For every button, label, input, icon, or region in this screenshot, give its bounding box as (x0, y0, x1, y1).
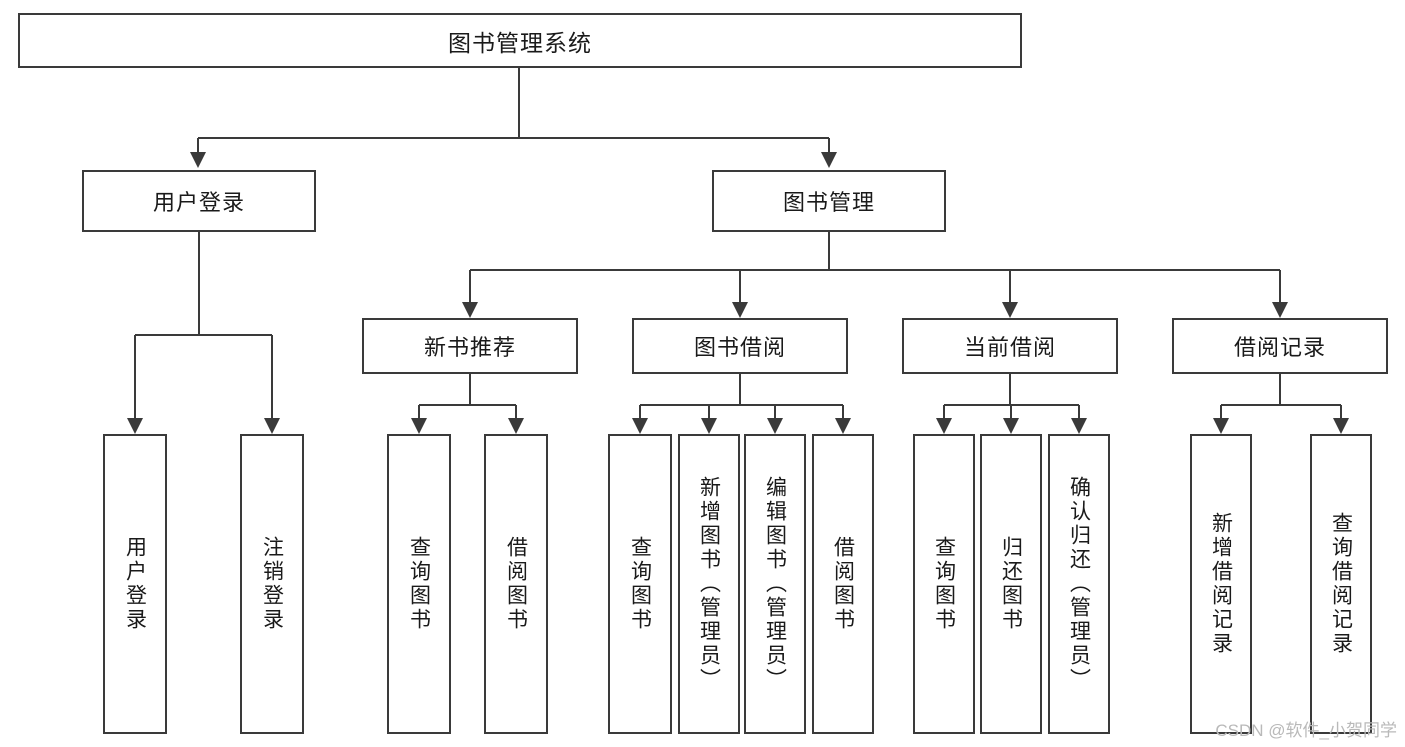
connector-line-vertical (198, 232, 200, 335)
connector-line-horizontal (198, 137, 829, 139)
node-label: 查询图书 (628, 536, 652, 632)
node-label: 查询借阅记录 (1329, 512, 1353, 656)
arrowhead-icon (411, 418, 427, 434)
node-label: 图书借阅 (693, 335, 786, 360)
connector-line-vertical (518, 68, 520, 138)
connector-line-vertical (774, 405, 776, 418)
arrowhead-icon (462, 302, 478, 318)
node-label: 确认归还（管理员） (1067, 476, 1091, 692)
arrowhead-icon (1003, 418, 1019, 434)
leaf-user-login[interactable]: 用户登录 (103, 434, 167, 734)
connector-line-horizontal (470, 269, 1280, 271)
leaf-query-book[interactable]: 查询图书 (608, 434, 672, 734)
node-label: 借阅图书 (831, 536, 855, 632)
connector-line-horizontal (419, 404, 516, 406)
arrowhead-icon (1272, 302, 1288, 318)
connector-line-vertical (943, 405, 945, 418)
node-label: 用户登录 (152, 190, 245, 215)
level3-borrowing-record[interactable]: 借阅记录 (1172, 318, 1388, 374)
connector-line-vertical (1220, 405, 1222, 418)
connector-line-horizontal (1221, 404, 1341, 406)
connector-line-vertical (1010, 405, 1012, 418)
node-label: 查询图书 (932, 536, 956, 632)
node-label: 编辑图书（管理员） (763, 476, 787, 692)
arrowhead-icon (821, 152, 837, 168)
arrowhead-icon (1333, 418, 1349, 434)
connector-line-vertical (1009, 270, 1011, 302)
arrowhead-icon (835, 418, 851, 434)
arrowhead-icon (936, 418, 952, 434)
connector-line-horizontal (135, 334, 272, 336)
node-label: 图书管理系统 (448, 29, 592, 56)
node-label: 当前借阅 (963, 335, 1056, 360)
connector-line-vertical (739, 374, 741, 405)
connector-line-vertical (134, 335, 136, 418)
connector-line-vertical (639, 405, 641, 418)
level3-current-borrowing[interactable]: 当前借阅 (902, 318, 1118, 374)
connector-line-vertical (271, 335, 273, 418)
arrowhead-icon (1213, 418, 1229, 434)
arrowhead-icon (127, 418, 143, 434)
leaf-add-borrowing-record[interactable]: 新增借阅记录 (1190, 434, 1252, 734)
node-label: 注销登录 (260, 536, 284, 632)
level3-new-book-recommendation[interactable]: 新书推荐 (362, 318, 578, 374)
connector-line-vertical (1279, 374, 1281, 405)
leaf-return-book[interactable]: 归还图书 (980, 434, 1042, 734)
arrowhead-icon (632, 418, 648, 434)
leaf-logout[interactable]: 注销登录 (240, 434, 304, 734)
arrowhead-icon (732, 302, 748, 318)
connector-line-horizontal (640, 404, 843, 406)
connector-line-vertical (828, 232, 830, 270)
leaf-borrow-book[interactable]: 借阅图书 (812, 434, 874, 734)
root-book-management-system[interactable]: 图书管理系统 (18, 13, 1022, 68)
arrowhead-icon (701, 418, 717, 434)
watermark-text: CSDN @软件_小贺同学 (1215, 721, 1397, 740)
arrowhead-icon (508, 418, 524, 434)
leaf-edit-book-admin[interactable]: 编辑图书（管理员） (744, 434, 806, 734)
connector-line-vertical (469, 374, 471, 405)
node-label: 查询图书 (407, 536, 431, 632)
leaf-borrow-book[interactable]: 借阅图书 (484, 434, 548, 734)
arrowhead-icon (1002, 302, 1018, 318)
leaf-query-borrowing-record[interactable]: 查询借阅记录 (1310, 434, 1372, 734)
level2-user-login[interactable]: 用户登录 (82, 170, 316, 232)
connector-line-vertical (842, 405, 844, 418)
node-label: 新书推荐 (423, 335, 516, 360)
node-label: 归还图书 (999, 536, 1023, 632)
leaf-query-book[interactable]: 查询图书 (387, 434, 451, 734)
node-label: 用户登录 (123, 536, 147, 632)
connector-line-vertical (418, 405, 420, 418)
node-label: 图书管理 (782, 190, 875, 215)
connector-line-vertical (828, 138, 830, 152)
node-label: 借阅图书 (504, 536, 528, 632)
connector-line-vertical (1078, 405, 1080, 418)
leaf-confirm-return-admin[interactable]: 确认归还（管理员） (1048, 434, 1110, 734)
leaf-add-book-admin[interactable]: 新增图书（管理员） (678, 434, 740, 734)
node-label: 借阅记录 (1233, 335, 1326, 360)
connector-line-vertical (708, 405, 710, 418)
connector-line-vertical (197, 138, 199, 152)
leaf-query-book[interactable]: 查询图书 (913, 434, 975, 734)
connector-line-vertical (1279, 270, 1281, 302)
arrowhead-icon (190, 152, 206, 168)
level2-book-management[interactable]: 图书管理 (712, 170, 946, 232)
level3-book-borrowing[interactable]: 图书借阅 (632, 318, 848, 374)
arrowhead-icon (1071, 418, 1087, 434)
connector-line-vertical (1009, 374, 1011, 405)
node-label: 新增图书（管理员） (697, 476, 721, 692)
node-label: 新增借阅记录 (1209, 512, 1233, 656)
connector-line-vertical (739, 270, 741, 302)
arrowhead-icon (264, 418, 280, 434)
arrowhead-icon (767, 418, 783, 434)
connector-line-vertical (1340, 405, 1342, 418)
connector-line-vertical (469, 270, 471, 302)
connector-line-vertical (515, 405, 517, 418)
